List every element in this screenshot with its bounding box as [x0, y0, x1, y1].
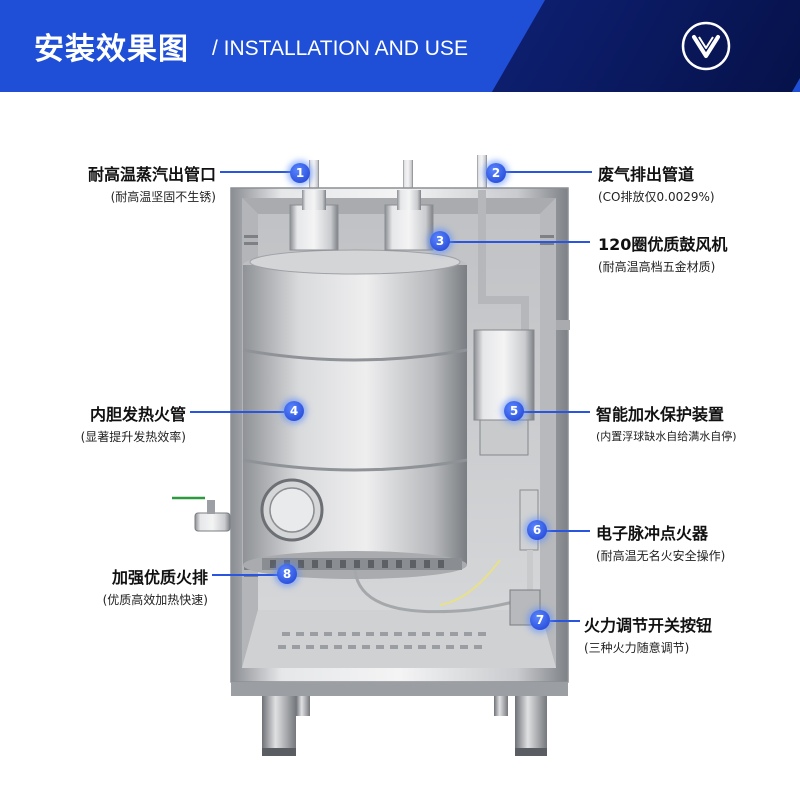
page-title: 安装效果图	[34, 32, 189, 67]
chevron-down-circle-icon[interactable]	[680, 20, 732, 72]
callout-title: 内胆发热火管	[89, 405, 186, 424]
callout-label-7: 火力调节开关按钮 (三种火力随意调节)	[584, 612, 712, 656]
callout-title: 电子脉冲点火器	[596, 524, 709, 543]
callout-subtitle: (显著提升发热效率)	[80, 430, 186, 444]
callout-title: 废气排出管道	[598, 165, 695, 184]
callout-line-5	[522, 411, 590, 413]
callout-label-5: 智能加水保护装置 (内置浮球缺水自给满水自停)	[596, 401, 737, 444]
callout-line-3	[448, 241, 590, 243]
callout-subtitle: (CO排放仅0.0029%)	[598, 190, 715, 204]
callout-subtitle: (优质高效加热快速)	[102, 593, 208, 607]
callout-line-6	[545, 530, 590, 532]
callout-label-3: 120圈优质鼓风机 (耐高温高档五金材质)	[598, 231, 727, 275]
callout-line-7	[550, 620, 580, 622]
callout-title: 加强优质火排	[111, 568, 208, 587]
header-banner: 安装效果图 / INSTALLATION AND USE	[0, 0, 800, 92]
callout-badge-3: 3	[430, 231, 450, 251]
page-subtitle: / INSTALLATION AND USE	[212, 37, 468, 60]
callout-title: 火力调节开关按钮	[584, 616, 713, 635]
callout-label-2: 废气排出管道 (CO排放仅0.0029%)	[598, 161, 715, 205]
callout-label-1: 耐高温蒸汽出管口 (耐高温坚固不生锈)	[30, 161, 216, 205]
callout-badge-2: 2	[486, 163, 506, 183]
callout-line-1	[220, 171, 298, 173]
callout-subtitle: (耐高温坚固不生锈)	[110, 190, 216, 204]
callout-title: 120圈优质鼓风机	[598, 235, 728, 254]
callout-badge-4: 4	[284, 401, 304, 421]
callout-subtitle: (内置浮球缺水自给满水自停)	[596, 430, 737, 443]
callout-title: 智能加水保护装置	[596, 405, 725, 424]
callout-label-6: 电子脉冲点火器 (耐高温无名火安全操作)	[596, 520, 725, 564]
callout-label-4: 内胆发热火管 (显著提升发热效率)	[20, 401, 186, 445]
callout-line-8	[212, 574, 278, 576]
callout-line-4	[190, 411, 284, 413]
callout-title: 耐高温蒸汽出管口	[87, 165, 216, 184]
callout-line-2	[500, 171, 592, 173]
callout-badge-8: 8	[277, 564, 297, 584]
callout-badge-7: 7	[530, 610, 550, 630]
callout-badge-6: 6	[527, 520, 547, 540]
callout-badge-1: 1	[290, 163, 310, 183]
callout-subtitle: (耐高温高档五金材质)	[598, 260, 716, 274]
callout-label-8: 加强优质火排 (优质高效加热快速)	[30, 564, 208, 608]
callout-subtitle: (三种火力随意调节)	[584, 641, 690, 655]
callout-subtitle: (耐高温无名火安全操作)	[596, 549, 726, 563]
callout-badge-5: 5	[504, 401, 524, 421]
